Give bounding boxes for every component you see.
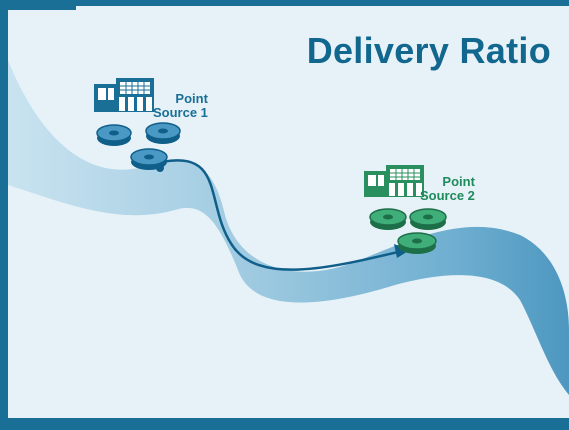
flow-arrowhead [394, 244, 410, 258]
treatment-tank-icon [369, 208, 407, 230]
point-source-2-label: Point Source 2 [420, 175, 475, 203]
outfall-icon [156, 164, 164, 172]
treatment-tank-icon [96, 124, 132, 146]
treatment-tank-icon [145, 122, 181, 144]
point-source-2-label-line1: Point [442, 174, 475, 189]
corner-tab [0, 0, 76, 10]
treatment-tank-icon [409, 208, 447, 230]
point-source-1-label-line1: Point [175, 91, 208, 106]
point-source-1 [94, 78, 181, 172]
treatment-tank-icon [397, 232, 437, 254]
point-source-1-label-line2: Source 1 [153, 105, 208, 120]
point-source-2 [364, 165, 447, 254]
factory-building-icon [94, 78, 154, 112]
diagram-title: Delivery Ratio [306, 30, 551, 71]
point-source-2-label-line2: Source 2 [420, 188, 475, 203]
factory-building-icon [364, 165, 424, 197]
point-source-1-label: Point Source 1 [153, 92, 208, 120]
flow-arrow [161, 159, 399, 271]
